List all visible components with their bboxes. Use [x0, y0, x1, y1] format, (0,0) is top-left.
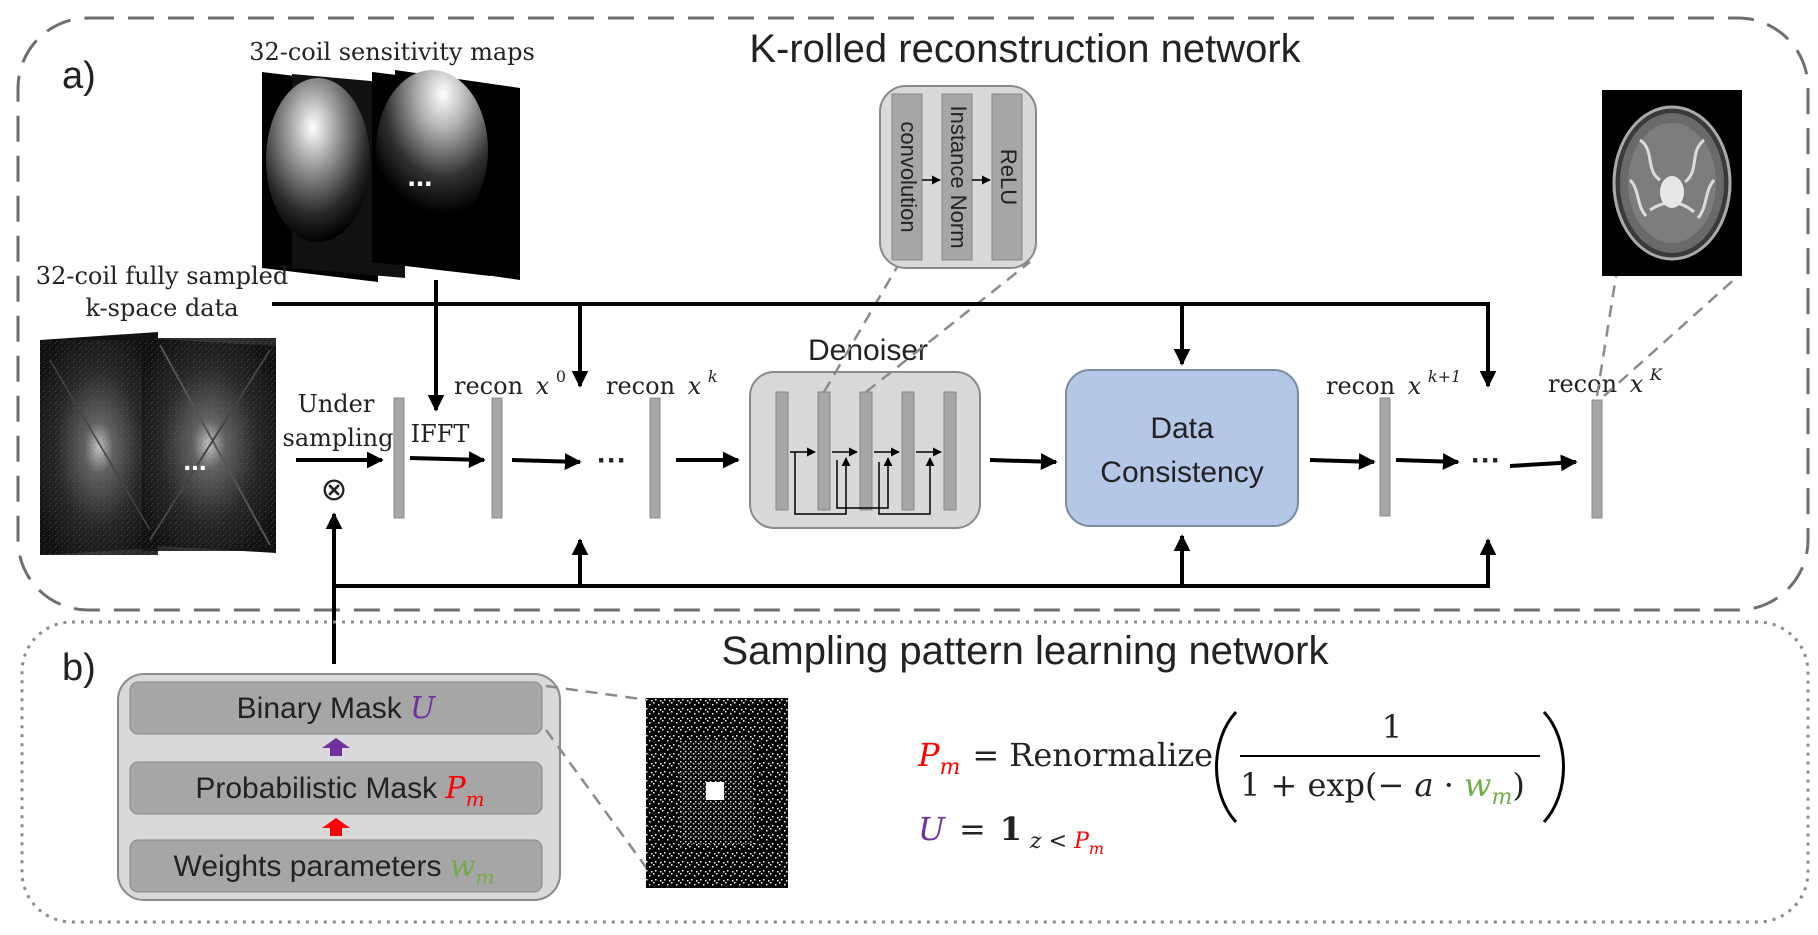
recon-x0-label: recon x 0 [454, 367, 566, 400]
data-consistency-line1: Data [1150, 412, 1214, 445]
bar-undersampled [393, 397, 405, 519]
panel-a-border [16, 16, 1810, 612]
block-relu-label: ReLU [996, 149, 1021, 205]
zoom-line-mask-bottom [544, 729, 650, 871]
bar-recon-xk1 [1379, 397, 1391, 517]
eq1-numerator: 1 [1382, 708, 1402, 746]
block-conv-label: convolution [896, 121, 921, 232]
data-consistency-line2: Consistency [1100, 456, 1263, 489]
recon-xK-label: recon x K [1548, 365, 1663, 398]
eq1-left-paren [1215, 710, 1238, 824]
layer-norm [941, 93, 973, 261]
recon-xk-label: recon x k [606, 367, 718, 400]
red-up-arrow [322, 818, 350, 836]
zoom-line-brain-right [1603, 275, 1739, 397]
arrow-ifft [409, 451, 486, 468]
weights-parameters-label: Weights parameters wm [174, 849, 495, 889]
kspace-label-line1: 32-coil fully sampled [36, 262, 288, 290]
undersampling-label-line1: Under [298, 390, 375, 418]
dots-2: ··· [1471, 444, 1501, 477]
eq1-right-paren [1542, 710, 1565, 824]
bar-recon-x0 [491, 397, 503, 519]
multiply-symbol: ⊗ [321, 471, 348, 507]
weights-parameters-box [129, 839, 543, 893]
denoiser-layers [775, 391, 957, 515]
binary-mask-label: Binary Mask U [237, 691, 437, 726]
recon-xk1-label: recon x k+1 [1326, 367, 1461, 400]
probabilistic-mask-box [129, 761, 543, 815]
block-norm-label: Instance Norm [946, 105, 971, 248]
data-consistency-box [1065, 369, 1299, 527]
panel-b-title: Sampling pattern learning network [721, 629, 1329, 673]
arrow-xk1-to-dots [1395, 453, 1460, 470]
layer-conv [891, 93, 923, 261]
panel-a-title: K-rolled reconstruction network [749, 27, 1301, 71]
purple-up-arrow [322, 738, 350, 756]
kspace-stack: ... [40, 332, 276, 555]
sensitivity-ellipsis: ... [407, 160, 432, 193]
bar-recon-xk [649, 397, 661, 519]
arrow-dc-to-xk1 [1309, 453, 1376, 470]
binary-mask-box [129, 681, 543, 735]
reconstructed-brain-image [1602, 90, 1742, 276]
panel-a-letter: a) [62, 55, 96, 97]
zoom-line-denoiser-left [822, 261, 902, 393]
layer-relu [991, 93, 1023, 261]
dots-1: ··· [597, 444, 627, 477]
arrow-denoiser-to-dc [989, 453, 1058, 470]
panel-b-border [20, 620, 1810, 924]
panel-b-letter: b) [62, 647, 96, 689]
zoom-line-mask-top [545, 684, 649, 702]
kspace-ellipsis: ... [183, 445, 206, 476]
denoiser-label: Denoiser [808, 334, 928, 367]
equation-1: Pm=Renormalize [917, 736, 1213, 780]
bar-recon-xK [1591, 399, 1603, 519]
ifft-label: IFFT [411, 420, 470, 448]
kspace-label-line2: k-space data [85, 294, 238, 322]
undersampling-label-line2: sampling [283, 424, 394, 452]
arrow-dots-to-xK [1509, 454, 1578, 472]
zoom-line-denoiser-right [865, 261, 1031, 393]
arrow-x0-to-dots [511, 453, 582, 470]
sensitivity-maps-stack: ... [262, 70, 520, 282]
probabilistic-mask-label: Probabilistic Mask Pm [195, 771, 484, 811]
sampling-mask-image [646, 698, 788, 888]
zoom-line-brain-left [1595, 275, 1618, 397]
eq1-denominator: 1 + exp(− a · wm) [1240, 766, 1525, 810]
sensitivity-maps-label: 32-coil sensitivity maps [249, 38, 535, 66]
